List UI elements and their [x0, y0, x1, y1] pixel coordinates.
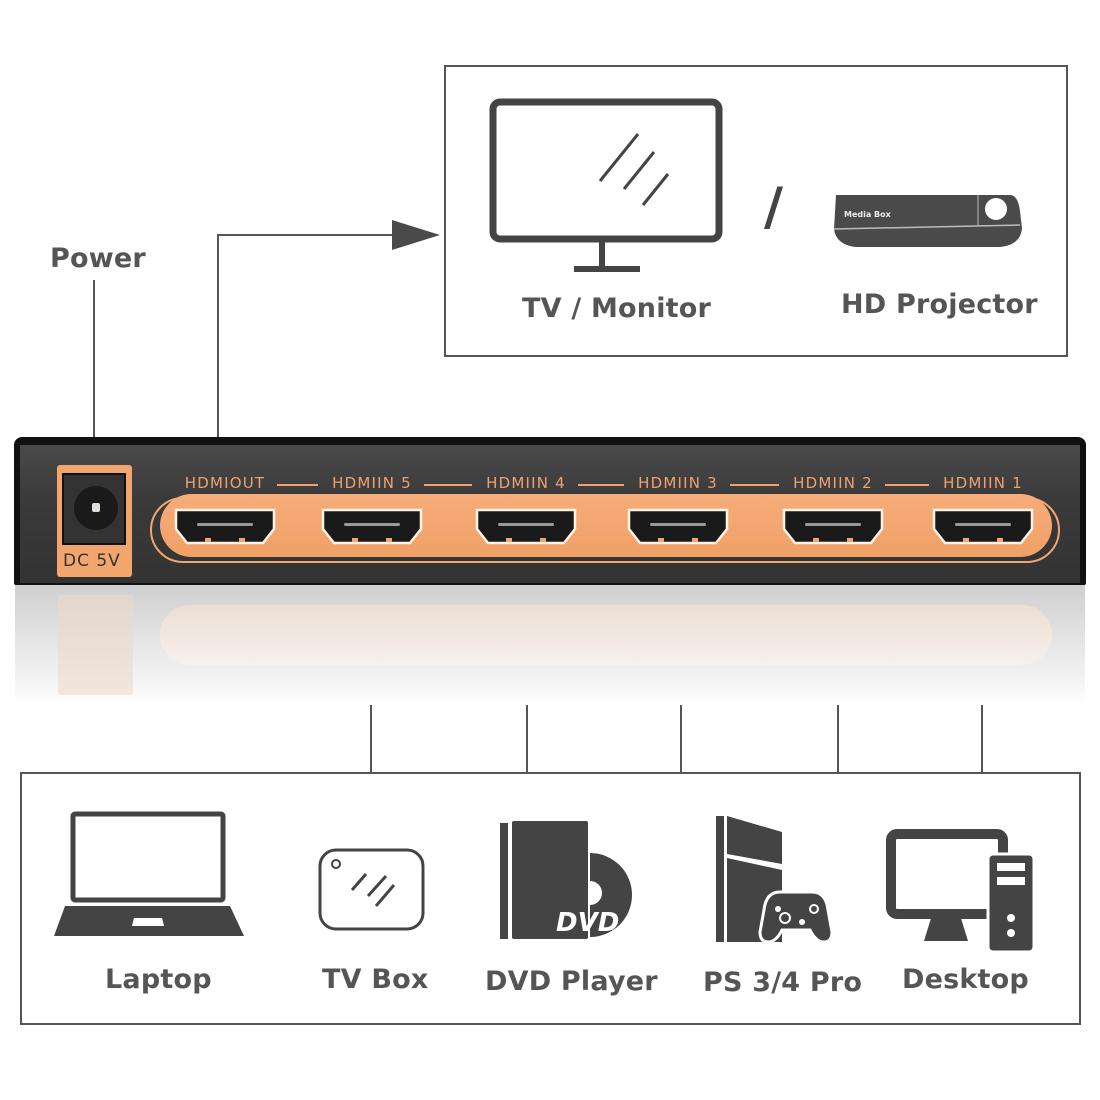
dc-label: DC 5V — [63, 551, 121, 571]
port-label-divider — [730, 484, 779, 486]
hdmi-switch-device: DC 5V HDMIOUT HDMIIN 5 HDMIIN 4 HDMIIN 3 HDM… — [14, 437, 1086, 585]
hdmi-port[interactable] — [320, 507, 424, 547]
laptop-icon — [54, 811, 244, 936]
output-line — [217, 234, 395, 442]
separator-slash: / — [764, 177, 783, 237]
output-device-name: HD Projector — [841, 289, 1038, 320]
hdmi-port[interactable] — [626, 507, 730, 547]
port-label: HDMIIN 3 — [638, 474, 718, 492]
input-device-name: Desktop — [902, 964, 1029, 995]
input-device-name: DVD Player — [485, 966, 658, 997]
port-label-divider — [424, 484, 472, 486]
input-device-name: PS 3/4 Pro — [703, 967, 863, 998]
dc-power-jack: DC 5V — [57, 465, 132, 577]
port-label: HDMIIN 1 — [943, 474, 1023, 492]
port-label-divider — [277, 484, 318, 486]
tv-monitor-icon — [489, 98, 723, 272]
output-arrow — [392, 220, 440, 250]
port-label: HDMIIN 2 — [793, 474, 873, 492]
desktop-icon — [886, 829, 1036, 954]
power-label: Power — [50, 243, 146, 274]
device-reflection — [15, 585, 1085, 705]
input-device-name: TV Box — [322, 964, 429, 995]
output-device-name: TV / Monitor — [522, 293, 712, 324]
dvd-logo-text: DVD — [556, 908, 619, 938]
output-devices-box: TV / Monitor / Media Box HD Projector — [444, 65, 1068, 357]
projector-icon: Media Box — [833, 195, 1022, 247]
hdmi-port[interactable] — [173, 507, 277, 547]
port-label-divider — [885, 484, 929, 486]
projector-icon-text: Media Box — [844, 210, 892, 219]
port-label: HDMIIN 4 — [486, 474, 566, 492]
port-label: HDMIOUT — [184, 474, 266, 492]
hdmi-port[interactable] — [781, 507, 885, 547]
port-label-divider — [578, 484, 624, 486]
hdmi-port[interactable] — [474, 507, 578, 547]
port-label: HDMIIN 5 — [332, 474, 412, 492]
game-console-icon — [716, 816, 834, 944]
hdmi-port[interactable] — [931, 507, 1035, 547]
input-device-name: Laptop — [105, 964, 212, 995]
input-devices-box: Laptop TV Box DVD DVD Player PS 3/4 Pro — [20, 772, 1081, 1025]
dvd-player-icon: DVD — [500, 821, 632, 939]
tv-box-icon — [318, 848, 425, 931]
